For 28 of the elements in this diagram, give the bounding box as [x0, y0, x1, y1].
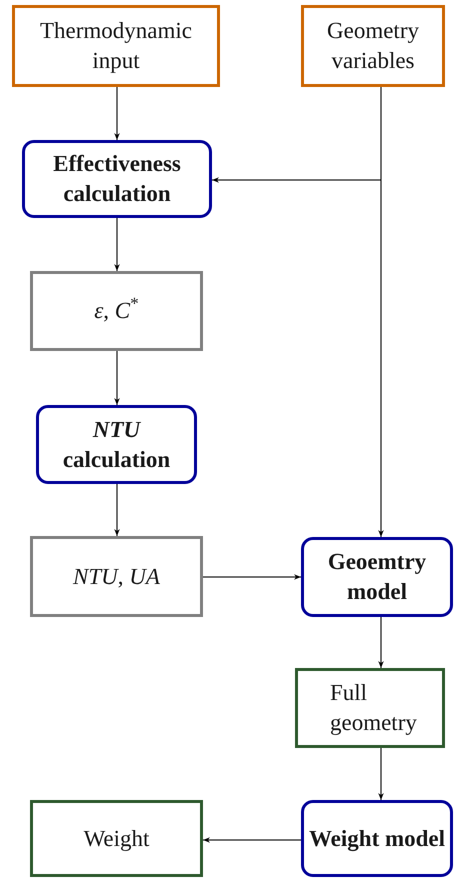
result-box: [30, 800, 203, 877]
box-label: Full geometry: [330, 679, 418, 737]
box-label: ε, C$^{*}$: [93, 296, 140, 325]
box-label: Weight model: [308, 824, 446, 854]
arrow: [202, 574, 302, 580]
process-box: [22, 140, 212, 218]
value-box: [30, 271, 203, 351]
process-box: [301, 537, 453, 617]
arrow: [114, 86, 120, 140]
box-label: NTU calculation: [62, 416, 172, 474]
box-label: Thermodynamic input: [38, 17, 193, 75]
result-box: [295, 668, 445, 748]
arrow: [114, 350, 120, 406]
value-box: [30, 536, 203, 617]
box-label: NTU, UA: [72, 562, 161, 590]
arrow: [202, 837, 302, 843]
box-label: Effectiveness calculation: [52, 150, 182, 208]
arrow: [378, 616, 384, 668]
process-box: [301, 800, 453, 877]
arrow: [114, 218, 120, 272]
arrow: [114, 484, 120, 536]
input-box: [12, 5, 220, 87]
process-box: [36, 405, 197, 484]
box-label: Geoemtry model: [326, 548, 428, 606]
arrow: [378, 748, 384, 800]
box-label: Geometry variables: [326, 17, 420, 75]
box-label: Weight: [82, 824, 150, 853]
input-box: [301, 5, 445, 87]
